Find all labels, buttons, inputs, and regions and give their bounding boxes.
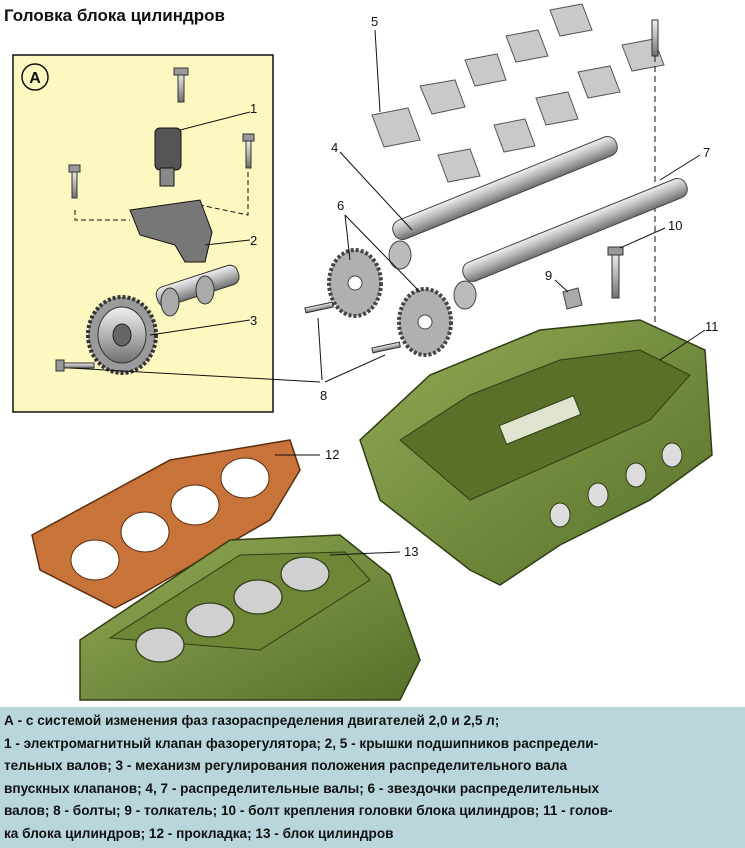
callout-13: 13 [404,544,418,559]
head-gasket [31,439,301,609]
inset-a: А [12,54,274,413]
legend-line: валов; 8 - болты; 9 - толкатель; 10 - бо… [4,803,613,819]
cylinder-head [359,319,713,586]
bearing-cap-inset [129,199,213,263]
page-title: Головка блока цилиндров [4,6,225,25]
bolt-sprocket-lower [371,341,401,354]
sprocket-lower [397,287,453,357]
callout-1: 1 [250,101,257,116]
callout-3: 3 [250,313,257,328]
bolt-inset-right [242,133,255,169]
legend-line: тельных валов; 3 - механизм регулировани… [4,758,568,774]
head-bolt-cap [607,246,624,256]
sprocket-upper [327,248,383,318]
tappet [562,287,583,310]
bolt-top [651,19,659,57]
camshaft-7 [453,177,688,310]
callout-12: 12 [325,447,339,462]
solenoid-valve [154,67,189,187]
head-bolt [611,251,620,299]
callout-8: 8 [320,388,327,403]
phaser-gear [86,295,158,375]
inset-badge-label: А [29,70,41,87]
callout-10: 10 [668,218,682,233]
bolt-inset-left [68,164,81,199]
inset-badge [21,63,49,91]
leaders [69,29,706,556]
legend-line: А - с системой изменения фаз газораспред… [4,713,500,728]
callout-2: 2 [250,233,257,248]
exploded-diagram: А [12,3,719,701]
callout-11: 11 [705,319,719,334]
camshaft-inset [155,264,240,317]
legend-caption: А - с системой изменения фаз газораспред… [0,707,745,848]
leader-1 [179,111,251,131]
leader-3 [149,319,251,336]
legend-line: ка блока цилиндров; 12 - прокладка; 13 -… [4,825,394,841]
callout-6: 6 [337,198,344,213]
callout-4: 4 [331,140,338,155]
legend-line: впускных клапанов; 4, 7 - распределитель… [4,780,600,796]
callout-5: 5 [371,14,378,29]
callout-7: 7 [703,145,710,160]
callout-9: 9 [545,268,552,283]
leader-2 [204,239,251,246]
bearing-caps [371,3,665,183]
legend-line: 1 - электромагнитный клапан фазорегулято… [4,735,599,751]
callout-labels: 1 2 3 4 5 6 7 8 9 10 11 12 13 [250,14,719,559]
cylinder-block [79,534,421,701]
bolt-sprocket-upper [304,301,334,314]
camshaft-4 [388,135,618,270]
